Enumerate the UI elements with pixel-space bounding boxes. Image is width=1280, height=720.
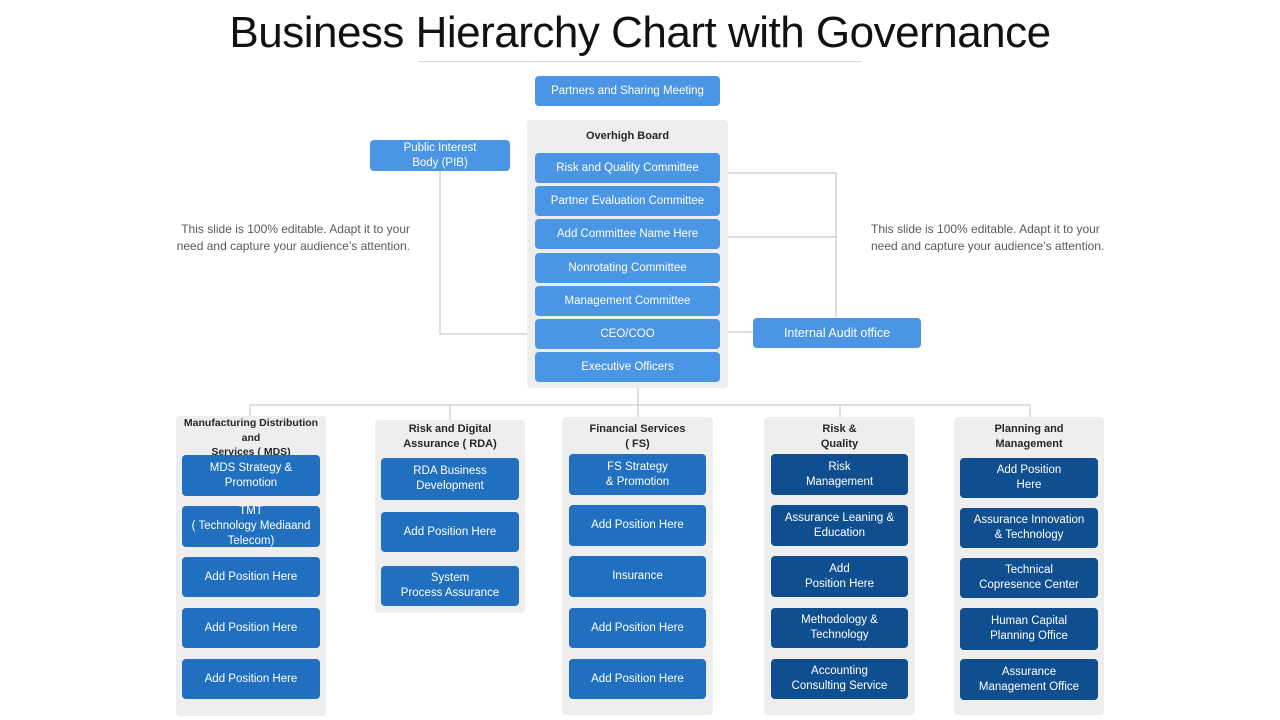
internal-audit-box: Internal Audit office xyxy=(753,318,921,348)
pib-box: Public Interest Body (PIB) xyxy=(370,140,510,171)
position-box: Assurance Leaning & Education xyxy=(771,505,908,546)
position-box: Add Position Here xyxy=(182,557,320,597)
department-title: Risk & Quality xyxy=(820,423,859,450)
position-box: Methodology & Technology xyxy=(771,608,908,648)
position-box: Insurance xyxy=(569,556,706,597)
position-box: Add Position Here xyxy=(569,505,706,546)
position-box: Add Position Here xyxy=(771,556,908,597)
position-box: RDA Business Development xyxy=(381,458,519,500)
board-item: Risk and Quality Committee xyxy=(535,153,720,183)
position-box: Add Position Here xyxy=(182,659,320,699)
position-box: System Process Assurance xyxy=(381,566,519,606)
title-underline xyxy=(418,61,862,62)
position-box: Add Position Here xyxy=(381,512,519,552)
position-box: Accounting Consulting Service xyxy=(771,659,908,699)
partners-meeting-box: Partners and Sharing Meeting xyxy=(535,76,720,106)
position-box: FS Strategy & Promotion xyxy=(569,454,706,495)
position-box: Assurance Management Office xyxy=(960,659,1098,700)
note-right: This slide is 100% editable. Adapt it to… xyxy=(871,222,1105,253)
position-box: Assurance Innovation & Technology xyxy=(960,508,1098,548)
position-box: Technical Copresence Center xyxy=(960,558,1098,598)
department-title: Financial Services ( FS) xyxy=(589,423,686,450)
board-item: Executive Officers xyxy=(535,352,720,382)
board-right-connector-top xyxy=(728,172,837,318)
pib-connector xyxy=(439,170,528,335)
position-box: Add Position Here xyxy=(569,608,706,648)
department-title: Risk and Digital Assurance ( RDA) xyxy=(403,423,497,450)
position-box: MDS Strategy & Promotion xyxy=(182,455,320,496)
page-title: Business Hierarchy Chart with Governance xyxy=(229,8,1051,57)
board-item: Partner Evaluation Committee xyxy=(535,186,720,216)
board-item-ceo: CEO/COO xyxy=(535,319,720,349)
board-item: Add Committee Name Here xyxy=(535,219,720,249)
board-item: Nonrotating Committee xyxy=(535,253,720,283)
board-item: Management Committee xyxy=(535,286,720,316)
position-box: TMT ( Technology Mediaand Telecom) xyxy=(182,505,320,547)
department-title: Manufacturing Distribution and Services … xyxy=(183,417,319,458)
board-title: Overhigh Board xyxy=(585,130,670,142)
note-left: This slide is 100% editable. Adapt it to… xyxy=(176,222,410,253)
department-title: Planning and Management xyxy=(994,423,1064,450)
position-box: Risk Management xyxy=(771,454,908,495)
position-box: Human Capital Planning Office xyxy=(960,608,1098,650)
position-box: Add Position Here xyxy=(569,659,706,699)
position-box: Add Position Here xyxy=(182,608,320,648)
position-box: Add Position Here xyxy=(960,458,1098,498)
